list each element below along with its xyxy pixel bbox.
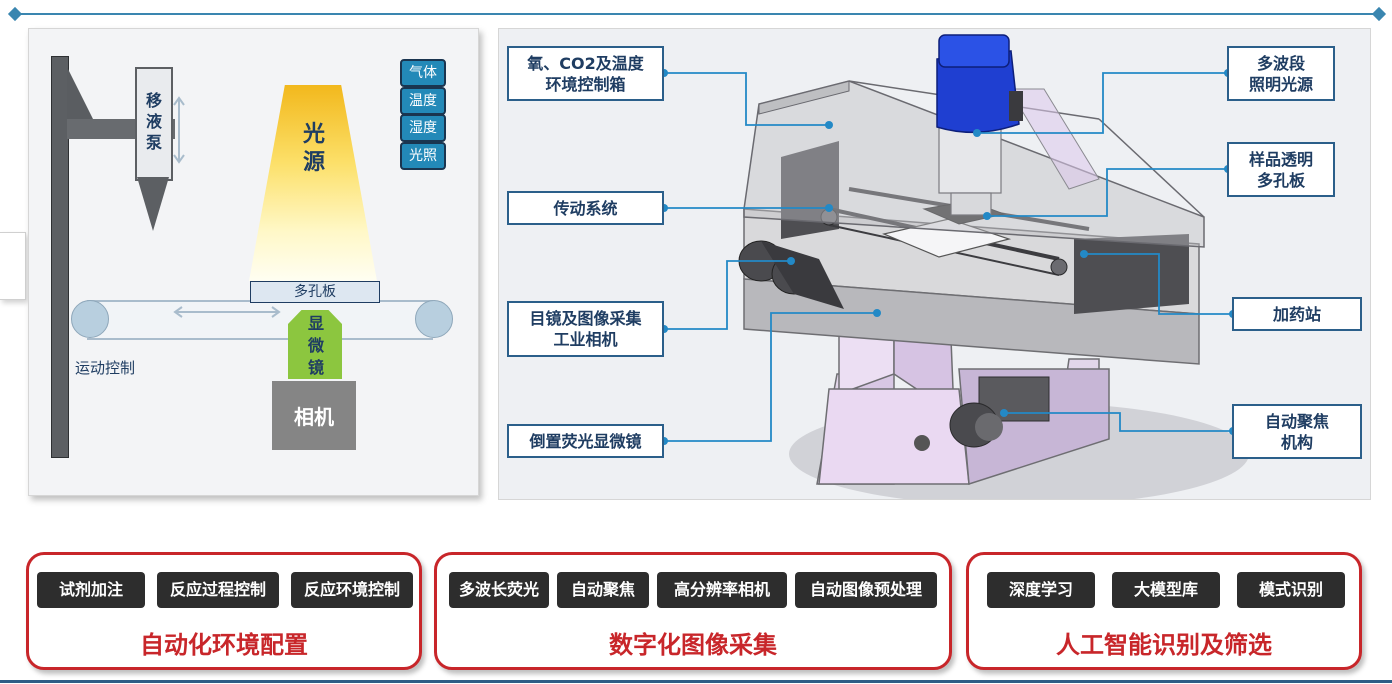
feature-autofocus: 自动聚焦 bbox=[557, 572, 649, 608]
bottom-divider-line bbox=[0, 680, 1392, 683]
horizontal-move-arrow-icon bbox=[173, 306, 281, 318]
env-tag-gas: 气体 bbox=[400, 59, 446, 87]
system-schematic-panel: 移液泵 光源 气体 温度 湿度 光照 多孔板 运动控制 显微镜 相机 bbox=[28, 28, 479, 496]
env-tag-light: 光照 bbox=[400, 142, 446, 170]
top-divider-line bbox=[14, 13, 1378, 15]
callout-transmission: 传动系统 bbox=[507, 191, 664, 225]
camera-label: 相机 bbox=[294, 405, 334, 429]
feature-reagent-filling: 试剂加注 bbox=[37, 572, 145, 608]
device-illustration-panel: 氧、CO2及温度 环境控制箱 多波段 照明光源 样品透明 多孔板 传动系统 加药… bbox=[498, 28, 1371, 500]
light-beam bbox=[249, 85, 377, 281]
belt-roller-left bbox=[71, 300, 109, 338]
microscope-body bbox=[288, 324, 342, 379]
light-source-label: 光源 bbox=[302, 122, 325, 175]
inverted-microscope-illustration bbox=[738, 34, 1249, 499]
pipette-pump: 移液泵 bbox=[135, 67, 173, 181]
callout-env-chamber: 氧、CO2及温度 环境控制箱 bbox=[507, 46, 664, 101]
feature-deep-learning: 深度学习 bbox=[987, 572, 1095, 608]
feature-large-model-library: 大模型库 bbox=[1112, 572, 1220, 608]
group-ai-recognition: 深度学习 大模型库 模式识别 人工智能识别及筛选 bbox=[966, 552, 1362, 670]
belt-roller-right bbox=[415, 300, 453, 338]
callout-dosing-station: 加药站 bbox=[1232, 297, 1362, 331]
feature-image-preprocessing: 自动图像预处理 bbox=[795, 572, 937, 608]
callout-leader-lines bbox=[660, 69, 1237, 445]
divider-right-marker bbox=[1371, 6, 1387, 22]
microscope-objective bbox=[288, 310, 342, 324]
microscope-label: 显微镜 bbox=[307, 314, 324, 377]
motion-control-label: 运动控制 bbox=[75, 359, 136, 377]
support-pillar bbox=[51, 56, 69, 458]
feature-high-resolution-camera: 高分辨率相机 bbox=[657, 572, 787, 608]
feature-pattern-recognition: 模式识别 bbox=[1237, 572, 1345, 608]
side-tab[interactable] bbox=[0, 232, 26, 300]
camera-body bbox=[272, 381, 356, 450]
arm-brace bbox=[67, 67, 93, 119]
callout-light-source: 多波段 照明光源 bbox=[1227, 46, 1335, 101]
pipette-pump-label: 移液泵 bbox=[145, 91, 162, 152]
callout-inverted-microscope: 倒置荧光显微镜 bbox=[507, 424, 664, 458]
group-title: 人工智能识别及筛选 bbox=[1056, 631, 1272, 659]
feature-reaction-process-control: 反应过程控制 bbox=[157, 572, 279, 608]
callout-sample-plate: 样品透明 多孔板 bbox=[1227, 142, 1335, 197]
callout-eyepiece-camera: 目镜及图像采集 工业相机 bbox=[507, 301, 664, 357]
feature-reaction-environment-control: 反应环境控制 bbox=[291, 572, 413, 608]
group-automated-environment: 试剂加注 反应过程控制 反应环境控制 自动化环境配置 bbox=[26, 552, 422, 670]
env-tag-humidity: 湿度 bbox=[400, 114, 446, 142]
group-digital-imaging: 多波长荧光 自动聚焦 高分辨率相机 自动图像预处理 数字化图像采集 bbox=[434, 552, 952, 670]
callout-autofocus: 自动聚焦 机构 bbox=[1232, 404, 1362, 459]
multiwell-plate: 多孔板 bbox=[250, 281, 380, 303]
env-tag-temperature: 温度 bbox=[400, 87, 446, 115]
feature-multi-wavelength-fluorescence: 多波长荧光 bbox=[449, 572, 549, 608]
group-title: 数字化图像采集 bbox=[609, 631, 777, 659]
pipette-tip bbox=[137, 177, 169, 231]
divider-left-marker bbox=[7, 6, 23, 22]
group-title: 自动化环境配置 bbox=[140, 631, 308, 659]
vertical-move-arrow-icon bbox=[173, 96, 185, 164]
